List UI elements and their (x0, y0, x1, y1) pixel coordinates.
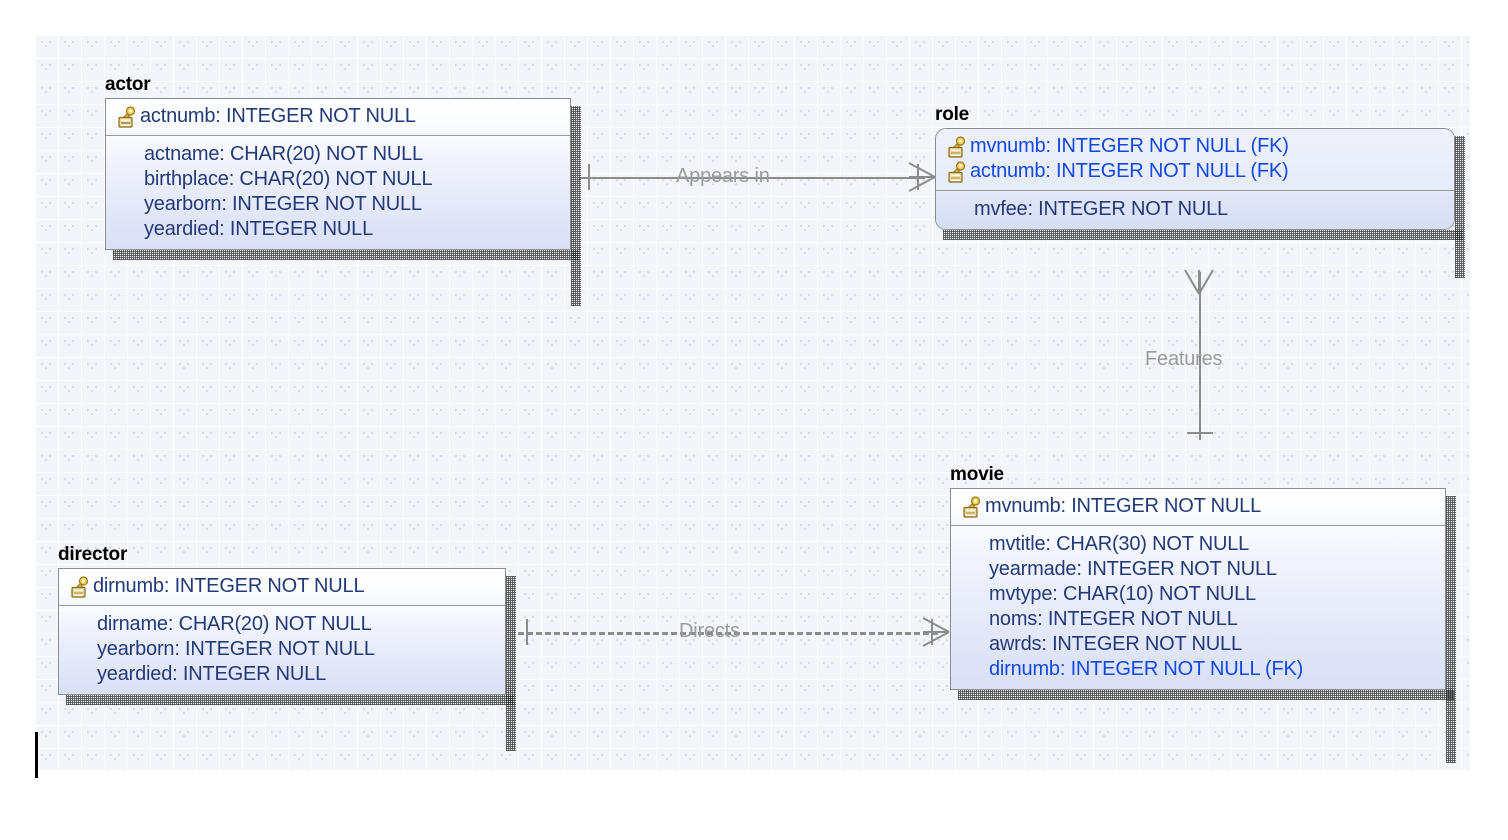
entity-director[interactable]: director dirnumb: INTEGER NOT NULL (58, 544, 516, 751)
entity-movie[interactable]: movie mvnumb: INTEGER NOT NULL (950, 464, 1456, 763)
entity-role-pk-text: actnumb: INTEGER NOT NULL (FK) (970, 160, 1289, 182)
entity-movie-pk-text: mvnumb: INTEGER NOT NULL (985, 495, 1262, 517)
entity-actor-attr-row[interactable]: yearborn: INTEGER NOT NULL (144, 193, 422, 215)
key-icon (944, 135, 968, 158)
entity-director-pk-row[interactable]: dirnumb: INTEGER NOT NULL (59, 574, 505, 599)
entity-actor-attr-row[interactable]: birthplace: CHAR(20) NOT NULL (144, 168, 433, 190)
entity-role-pk-section: mvnumb: INTEGER NOT NULL (FK) actnumb: I… (936, 129, 1454, 191)
entity-movie-title: movie (950, 464, 1004, 485)
entity-director-attr-row[interactable]: dirname: CHAR(20) NOT NULL (97, 613, 372, 635)
entity-director-attr-section: dirname: CHAR(20) NOT NULL yearborn: INT… (59, 606, 505, 694)
key-icon (67, 575, 91, 598)
entity-role-attr-section: mvfee: INTEGER NOT NULL (936, 191, 1454, 229)
features-line (1199, 272, 1201, 440)
appears-in-label: Appears in (676, 165, 770, 187)
entity-director-pk-section: dirnumb: INTEGER NOT NULL (59, 569, 505, 606)
entity-role-pk-row[interactable]: actnumb: INTEGER NOT NULL (FK) (936, 159, 1454, 184)
entity-role-title: role (935, 104, 970, 125)
entity-movie-attr-section: mvtitle: CHAR(30) NOT NULL yearmade: INT… (951, 526, 1445, 689)
features-one-marker (1187, 432, 1213, 434)
key-icon (959, 495, 983, 518)
entity-movie-pk-section: mvnumb: INTEGER NOT NULL (951, 489, 1445, 526)
entity-role[interactable]: role mvnumb: INTEGER NOT NULL (FK) (935, 104, 1465, 278)
entity-role-pk-row[interactable]: mvnumb: INTEGER NOT NULL (FK) (936, 134, 1454, 159)
entity-director-attr-row[interactable]: yeardied: INTEGER NULL (97, 663, 327, 685)
canvas-left-edge-marker (35, 732, 38, 778)
directs-label: Directs (679, 620, 740, 642)
features-crowsfoot-icon (1184, 269, 1214, 295)
appears-in-line (580, 177, 925, 179)
features-label: Features (1145, 348, 1223, 370)
entity-movie-fk-row[interactable]: dirnumb: INTEGER NOT NULL (FK) (989, 658, 1304, 680)
entity-movie-attr-row[interactable]: mvtype: CHAR(10) NOT NULL (989, 583, 1256, 605)
entity-role-attr-row[interactable]: mvfee: INTEGER NOT NULL (974, 198, 1228, 220)
entity-actor-attr-row[interactable]: yeardied: INTEGER NULL (144, 218, 374, 240)
entity-director-attr-row[interactable]: yearborn: INTEGER NOT NULL (97, 638, 375, 660)
key-icon (944, 160, 968, 183)
appears-in-crowsfoot-icon (908, 162, 936, 192)
entity-actor-box[interactable]: actnumb: INTEGER NOT NULL actname: CHAR(… (105, 98, 571, 250)
entity-actor-attr-row[interactable]: actname: CHAR(20) NOT NULL (144, 143, 423, 165)
entity-actor-title: actor (105, 74, 151, 95)
entity-director-title: director (58, 544, 128, 565)
entity-movie-attr-row[interactable]: noms: INTEGER NOT NULL (989, 608, 1238, 630)
entity-role-pk-text: mvnumb: INTEGER NOT NULL (FK) (970, 135, 1289, 157)
entity-movie-box[interactable]: mvnumb: INTEGER NOT NULL mvtitle: CHAR(3… (950, 488, 1446, 690)
entity-role-box[interactable]: mvnumb: INTEGER NOT NULL (FK) actnumb: I… (935, 128, 1455, 230)
directs-one-marker (526, 619, 528, 645)
entity-actor-pk-section: actnumb: INTEGER NOT NULL (106, 99, 570, 136)
entity-movie-attr-row[interactable]: awrds: INTEGER NOT NULL (989, 633, 1242, 655)
key-icon (114, 105, 138, 128)
entity-director-box[interactable]: dirnumb: INTEGER NOT NULL dirname: CHAR(… (58, 568, 506, 695)
appears-in-one-marker (588, 164, 590, 190)
entity-movie-attr-row[interactable]: yearmade: INTEGER NOT NULL (989, 558, 1277, 580)
entity-actor-attr-section: actname: CHAR(20) NOT NULL birthplace: C… (106, 136, 570, 249)
directs-crowsfoot-icon (922, 617, 950, 647)
directs-line (518, 632, 938, 635)
entity-actor-pk-text: actnumb: INTEGER NOT NULL (140, 105, 416, 127)
entity-movie-attr-row[interactable]: mvtitle: CHAR(30) NOT NULL (989, 533, 1250, 555)
entity-actor-pk-row[interactable]: actnumb: INTEGER NOT NULL (106, 104, 570, 129)
entity-movie-pk-row[interactable]: mvnumb: INTEGER NOT NULL (951, 494, 1445, 519)
entity-director-pk-text: dirnumb: INTEGER NOT NULL (93, 575, 365, 597)
entity-actor[interactable]: actor actnumb: INTEGER NOT (105, 74, 581, 306)
